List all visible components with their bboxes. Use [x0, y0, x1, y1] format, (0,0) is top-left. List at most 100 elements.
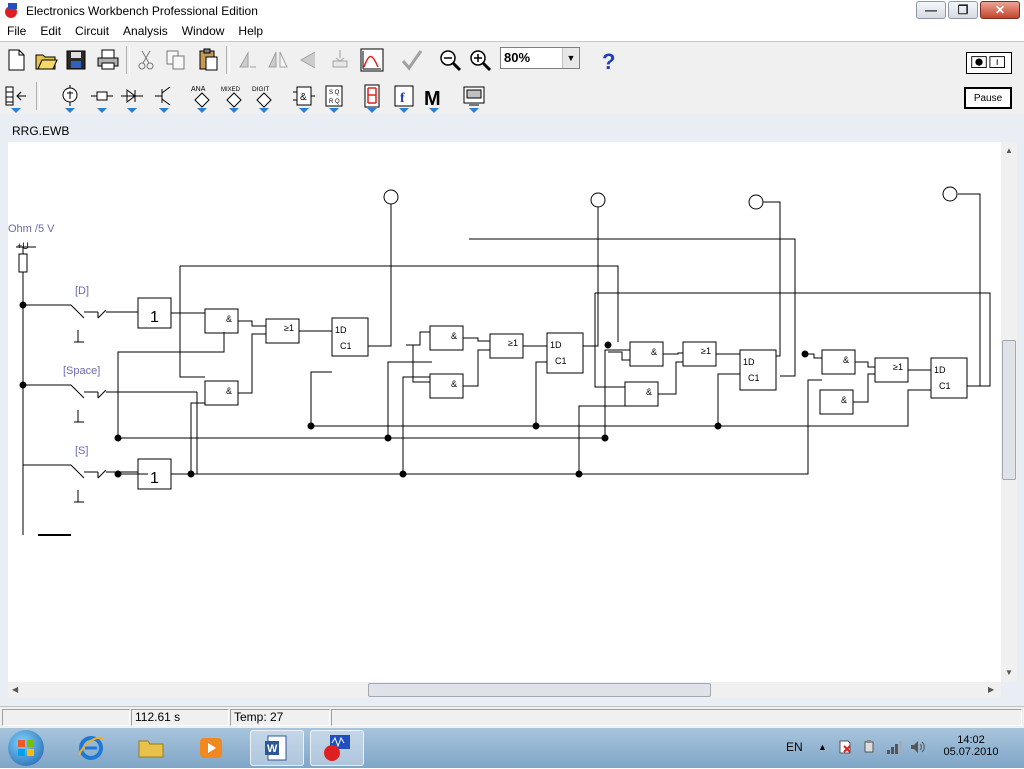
- scroll-left-icon[interactable]: ◀: [12, 685, 19, 694]
- component-properties-icon: [332, 50, 348, 68]
- taskbar-ie[interactable]: [64, 730, 118, 766]
- mixed-ics-bin-button[interactable]: MIXED: [220, 82, 248, 113]
- and-gate[interactable]: &: [451, 331, 457, 341]
- diodes-bin-button[interactable]: [118, 82, 146, 113]
- diode-icon: [121, 89, 143, 103]
- restore-icon: ❐: [957, 3, 969, 17]
- taskbar-word[interactable]: W: [250, 730, 304, 766]
- title-bar: Electronics Workbench Professional Editi…: [0, 0, 1024, 23]
- taskbar-explorer[interactable]: [124, 730, 178, 766]
- cut-button[interactable]: [132, 46, 160, 74]
- svg-text:?: ?: [602, 49, 615, 73]
- or-gate[interactable]: ≥1: [893, 362, 903, 372]
- open-button[interactable]: [32, 46, 60, 74]
- start-button[interactable]: [8, 730, 44, 766]
- restore-button[interactable]: ❐: [948, 1, 978, 19]
- taskbar-media-player[interactable]: [184, 730, 238, 766]
- power-switch-icon: [971, 56, 1005, 68]
- transistors-bin-button[interactable]: [150, 82, 178, 113]
- graph-icon: [360, 48, 384, 72]
- close-button[interactable]: ✕: [980, 1, 1020, 19]
- component-properties-button[interactable]: [326, 46, 354, 74]
- zoom-in-icon: [470, 50, 492, 72]
- instruments-bin-button[interactable]: [460, 82, 488, 113]
- subcircuit-button[interactable]: [398, 46, 426, 74]
- menu-help[interactable]: Help: [238, 24, 264, 38]
- logic-gates-bin-button[interactable]: &: [290, 82, 318, 113]
- internet-explorer-icon: [78, 736, 104, 760]
- miscellaneous-bin-button[interactable]: M: [420, 82, 448, 113]
- and-gate[interactable]: &: [226, 314, 232, 324]
- flip-vertical-button[interactable]: [294, 46, 322, 74]
- sources-bin-button[interactable]: [56, 82, 84, 113]
- controls-bin-button[interactable]: f: [390, 82, 418, 113]
- power-switch[interactable]: [966, 52, 1012, 74]
- usb-device-icon[interactable]: [862, 740, 876, 754]
- digital-bin-button[interactable]: S Q R Q: [320, 82, 348, 113]
- pause-button[interactable]: Pause: [964, 87, 1012, 109]
- or-gate[interactable]: ≥1: [508, 338, 518, 348]
- scroll-right-icon[interactable]: ▶: [988, 685, 995, 694]
- menu-file[interactable]: File: [7, 24, 27, 38]
- document-title: RRG.EWB: [12, 124, 70, 138]
- show-hidden-icons[interactable]: ▲: [818, 742, 827, 752]
- zoom-out-button[interactable]: [436, 46, 464, 74]
- menu-window[interactable]: Window: [181, 24, 225, 38]
- workbench-icon: [324, 735, 350, 761]
- indicators-bin-button[interactable]: [358, 82, 386, 113]
- and-gate[interactable]: &: [841, 395, 847, 405]
- scroll-down-icon[interactable]: ▼: [1005, 668, 1013, 677]
- dff-d-pin: 1D: [743, 357, 755, 367]
- taskbar-workbench[interactable]: [310, 730, 364, 766]
- flip-flop-icon: S Q R Q: [325, 85, 343, 107]
- circuit-canvas[interactable]: Ohm /5 V +U [D] [Space] [S] 1 1 & & & & …: [8, 142, 1001, 682]
- and-gate[interactable]: &: [651, 347, 657, 357]
- and-gate[interactable]: &: [646, 387, 652, 397]
- svg-text:R Q: R Q: [329, 99, 340, 105]
- zoom-select[interactable]: 80% ▼: [500, 47, 580, 69]
- or-gate[interactable]: ≥1: [701, 346, 711, 356]
- help-button[interactable]: ?: [594, 46, 622, 74]
- paste-button[interactable]: [194, 46, 222, 74]
- volume-icon[interactable]: [910, 740, 926, 754]
- analog-ics-bin-button[interactable]: ANA: [188, 82, 216, 113]
- horizontal-scroll-thumb[interactable]: [368, 683, 711, 697]
- menu-circuit[interactable]: Circuit: [75, 24, 110, 38]
- circuit-schematic[interactable]: Ohm /5 V +U [D] [Space] [S] 1 1 & & & & …: [8, 142, 1001, 682]
- chevron-down-icon[interactable]: ▼: [562, 48, 579, 68]
- print-button[interactable]: [94, 46, 122, 74]
- menu-edit[interactable]: Edit: [40, 24, 62, 38]
- analysis-graphs-button[interactable]: [358, 46, 386, 74]
- ohm-label: Ohm /5 V: [8, 223, 55, 235]
- parts-toolbar: ANA MIXED DIGIT & S Q R Q f M: [0, 78, 1024, 114]
- network-signal-icon[interactable]: [886, 740, 902, 754]
- action-center-icon[interactable]: [838, 740, 852, 754]
- and-gate[interactable]: &: [226, 386, 232, 396]
- minimize-button[interactable]: —: [916, 1, 946, 19]
- not-gate-2[interactable]: 1: [150, 470, 159, 487]
- checkmark-icon: [401, 50, 423, 71]
- basic-bin-button[interactable]: [88, 82, 116, 113]
- vertical-scroll-thumb[interactable]: [1002, 340, 1016, 480]
- transistor-icon: [155, 86, 171, 106]
- flip-horizontal-button[interactable]: [264, 46, 292, 74]
- zoom-in-button[interactable]: [466, 46, 494, 74]
- not-gate-1[interactable]: 1: [150, 309, 159, 326]
- svg-text:&: &: [300, 92, 307, 103]
- and-gate[interactable]: &: [451, 379, 457, 389]
- menu-analysis[interactable]: Analysis: [123, 24, 168, 38]
- rotate-button[interactable]: [234, 46, 262, 74]
- app-icon[interactable]: [4, 3, 20, 19]
- scroll-up-icon[interactable]: ▲: [1005, 146, 1013, 155]
- svg-text:S Q: S Q: [329, 90, 340, 96]
- or-gate[interactable]: ≥1: [284, 323, 294, 333]
- save-button[interactable]: [62, 46, 90, 74]
- and-gate[interactable]: &: [843, 355, 849, 365]
- digital-ics-bin-button[interactable]: DIGIT: [250, 82, 278, 113]
- copy-button[interactable]: [162, 46, 190, 74]
- favorites-bin-button[interactable]: [2, 82, 30, 113]
- new-button[interactable]: [2, 46, 30, 74]
- system-clock[interactable]: 14:02 05.07.2010: [940, 734, 1002, 758]
- language-indicator[interactable]: EN: [786, 740, 803, 754]
- status-message: [2, 709, 130, 726]
